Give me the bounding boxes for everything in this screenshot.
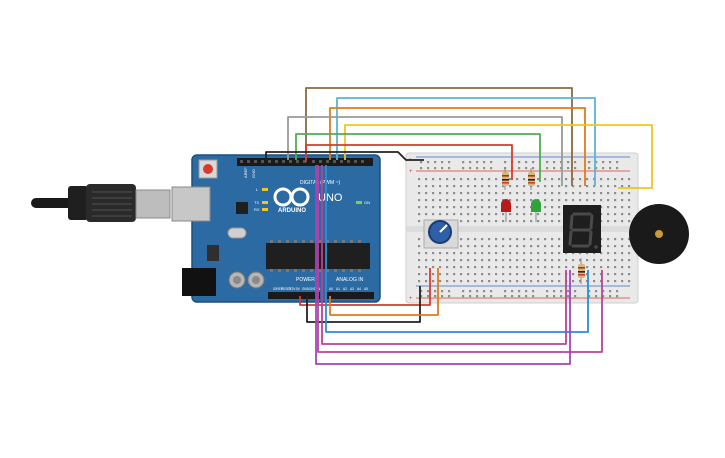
a1-label: A1 (336, 287, 340, 291)
wire-cyan[interactable] (336, 97, 596, 186)
aref-label: AREF (243, 167, 248, 178)
v33-label: 3.3V (289, 287, 296, 291)
a5-label: A5 (364, 287, 368, 291)
voltage-regulator (207, 245, 219, 261)
potentiometer[interactable] (423, 219, 459, 249)
power-jack (182, 268, 216, 296)
green-led[interactable] (531, 199, 541, 222)
analog-label: ANALOG IN (336, 277, 364, 283)
wires (265, 87, 653, 365)
piezo-buzzer[interactable] (629, 204, 689, 264)
led-l (262, 188, 268, 191)
analog-header[interactable] (326, 292, 374, 299)
resistor-2[interactable] (528, 168, 535, 190)
arduino-uno-board[interactable]: DIGITAL (PWM ~) AREF GND ARDUINO UNO L T… (171, 154, 381, 303)
gnd3-label: GND (309, 287, 317, 291)
seven-segment-display[interactable] (563, 205, 601, 253)
arduino-logo-text: ARDUINO (278, 208, 306, 214)
wire-black-bottom[interactable] (306, 286, 421, 323)
rail-plus-sign: + (409, 169, 413, 175)
rail-plus-sign-bottom: + (409, 296, 413, 302)
reset-pin-label: RESET (281, 287, 292, 291)
usb-chip (236, 202, 248, 214)
gnd2-label: GND (302, 287, 310, 291)
led-rx (262, 208, 268, 211)
potentiometer-knob-indicator (439, 224, 448, 233)
rx-label: RX (254, 207, 260, 212)
red-led[interactable] (501, 199, 511, 222)
wire-red[interactable] (305, 144, 513, 180)
power-label: POWER (296, 277, 315, 283)
crystal (227, 227, 247, 239)
led-l-label: L (256, 187, 259, 192)
wire-brown[interactable] (305, 87, 573, 186)
resistor-3[interactable] (578, 258, 585, 284)
reset-button[interactable] (203, 164, 213, 174)
v5-label: 5V (296, 287, 301, 291)
on-label: ON (364, 200, 370, 205)
tx-label: TX (254, 200, 259, 205)
wire-magenta-1[interactable] (317, 165, 603, 353)
a0-label: A0 (329, 287, 333, 291)
wire-violet[interactable] (315, 165, 571, 365)
a2-label: A2 (343, 287, 347, 291)
decimal-point (594, 245, 598, 249)
gnd-label: GND (251, 169, 256, 178)
a3-label: A3 (350, 287, 354, 291)
power-header[interactable] (268, 292, 320, 299)
rail-minus-sign: - (409, 156, 411, 162)
wire-blue[interactable] (325, 165, 589, 333)
usb-port (171, 186, 211, 222)
usb-cable[interactable] (31, 184, 171, 222)
wire-red-bottom[interactable] (299, 268, 431, 306)
wire-black-top[interactable] (265, 151, 424, 161)
resistor-1[interactable] (502, 168, 509, 190)
arduino-logo-icon (273, 187, 310, 207)
wire-gray[interactable] (287, 116, 563, 186)
ioref-label: IOREF (273, 287, 283, 291)
wire-green[interactable] (295, 133, 541, 182)
wire-yellow[interactable] (344, 124, 653, 189)
led-tx (262, 201, 268, 204)
buzzer-center (655, 230, 663, 238)
uno-label: UNO (318, 192, 343, 204)
led-on (356, 201, 362, 204)
digital-label: DIGITAL (PWM ~) (300, 180, 340, 186)
wire-magenta-2[interactable] (321, 165, 567, 345)
wire-orange-bottom[interactable] (329, 268, 439, 316)
a4-label: A4 (357, 287, 361, 291)
